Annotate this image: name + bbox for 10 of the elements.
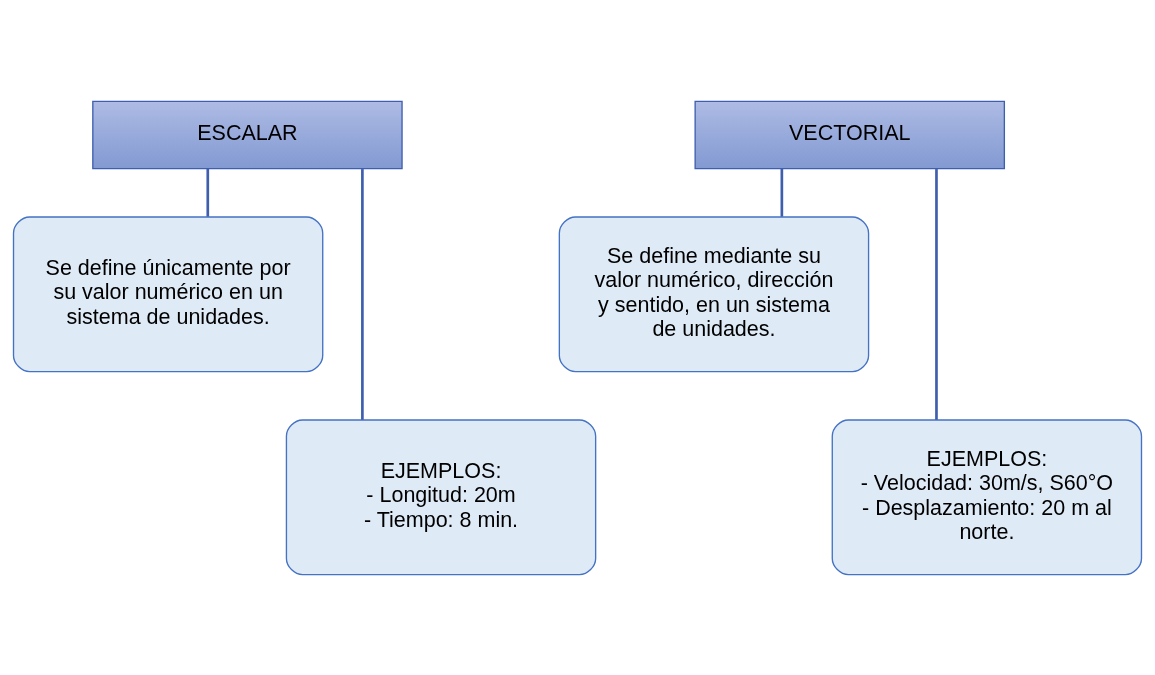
- node-box: EJEMPLOS: - Velocidad: 30m/s, S60°O - Desplazamiento: 20 m al norte.: [831, 418, 1143, 575]
- node-box: Se define únicamente por su valor numérico en un sistema de unidades.: [12, 215, 324, 372]
- node-box: ESCALAR: [92, 100, 403, 169]
- connector: [780, 168, 784, 217]
- connector: [206, 168, 210, 217]
- node-box: VECTORIAL: [694, 100, 1006, 169]
- node-box: EJEMPLOS: - Longitud: 20m - Tiempo: 8 min.: [285, 418, 597, 575]
- connector: [361, 168, 364, 420]
- connector: [935, 168, 938, 420]
- node-box: Se define mediante su valor numérico, dirección y sentido, en un sistema de unidades.: [558, 215, 870, 372]
